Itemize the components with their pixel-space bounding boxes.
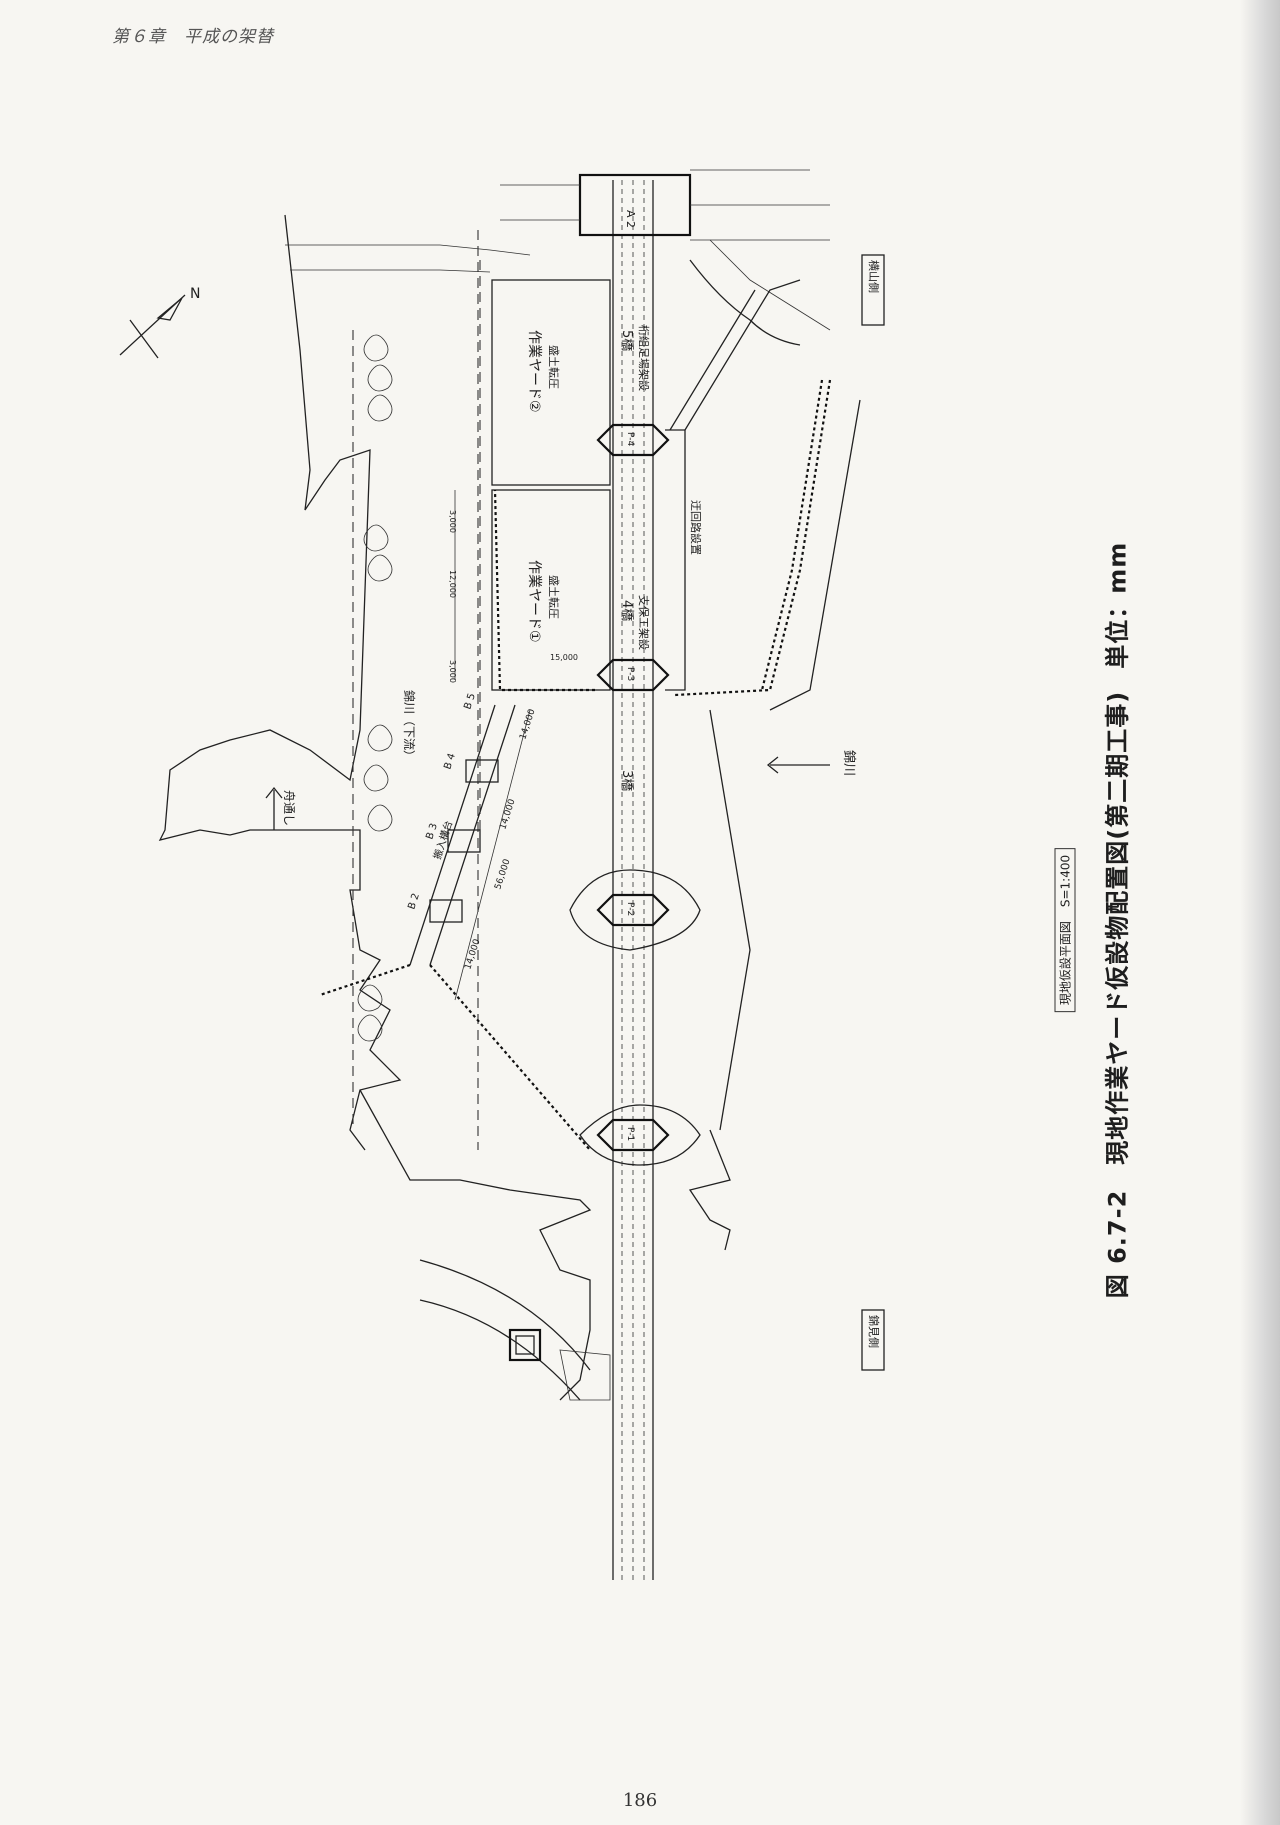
svg-text:P-1: P-1 xyxy=(625,1127,635,1141)
river-downstream-label: 錦川（下流） xyxy=(402,690,417,762)
figure-caption: 図 6.7-2 現地作業ヤード仮設物配置図(第二期工事) 単位：mm xyxy=(1098,542,1133,1298)
running-head: 第６章 平成の架替 xyxy=(112,27,274,47)
flow-arrow: 舟通し xyxy=(265,786,296,830)
site-plan-svg: N 錦川（下流） 舟通し xyxy=(119,169,885,1580)
river-bank-upper xyxy=(158,214,402,1151)
svg-text:14,000: 14,000 xyxy=(518,708,537,741)
yard-2-title: 作業ヤード② xyxy=(526,330,542,413)
work-yard-2 xyxy=(491,279,611,486)
kintai-label: 錦見側 xyxy=(867,1315,881,1348)
lower-abutment-box xyxy=(508,1328,542,1362)
svg-text:56,000: 56,000 xyxy=(493,858,512,891)
svg-text:舟通し: 舟通し xyxy=(282,790,296,826)
dimension-lines: 56,000 14,000 14,000 14,000 3,000 12,000… xyxy=(448,490,578,1001)
north-arrow-icon: N xyxy=(119,286,200,359)
svg-text:12,000: 12,000 xyxy=(448,570,457,598)
svg-text:P-2: P-2 xyxy=(625,902,635,916)
yard-2-sub: 盛土転圧 xyxy=(547,345,561,389)
pier-p4: P-4 xyxy=(596,423,670,457)
svg-text:B 2: B 2 xyxy=(406,892,422,911)
page-number: 186 xyxy=(622,1790,658,1811)
sublabel-title: 現地仮設平面図 xyxy=(1058,921,1073,1006)
figure-sublabel: 現地仮設平面図 S=1:400 xyxy=(1054,847,1076,1013)
svg-text:B 4: B 4 xyxy=(442,752,458,771)
river-flow-arrow: 錦川 xyxy=(766,750,857,776)
svg-text:P-4: P-4 xyxy=(625,432,635,446)
page-edge-shadow xyxy=(1240,0,1280,1825)
span-4-label: 4橋 xyxy=(619,600,634,621)
caption-title: 現地作業ヤード仮設物配置図(第二期工事) xyxy=(1103,690,1132,1165)
figure-sublabel-wrap: 現地仮設平面図 S=1:400 xyxy=(1050,830,1080,1030)
svg-text:14,000: 14,000 xyxy=(498,798,517,831)
site-plan-drawing: N 錦川（下流） 舟通し xyxy=(110,130,1130,1730)
span-5-sub: 桁組足場架設 xyxy=(637,325,651,391)
bypass-road: 迂回路設置 xyxy=(665,279,801,691)
pier-p1: P-1 xyxy=(579,1104,701,1166)
svg-text:3,000: 3,000 xyxy=(448,510,457,533)
yokoyama-label: 横山側 xyxy=(867,260,881,293)
svg-text:A 2: A 2 xyxy=(624,210,637,228)
svg-text:B 5: B 5 xyxy=(462,692,478,711)
scale-label: S=1:400 xyxy=(1058,854,1073,908)
yard-1-title: 作業ヤード① xyxy=(526,560,542,643)
north-label: N xyxy=(190,286,200,302)
span-3-label: 3橋 xyxy=(619,770,634,791)
river-label: 錦川 xyxy=(841,750,857,776)
svg-text:P-3: P-3 xyxy=(625,667,635,681)
svg-text:3,000: 3,000 xyxy=(448,660,457,683)
bridge-deck xyxy=(612,180,654,1580)
vegetation-symbols xyxy=(357,334,393,1042)
pier-p3: P-3 xyxy=(596,658,670,692)
svg-text:15,000: 15,000 xyxy=(550,653,578,662)
svg-text:B 3: B 3 xyxy=(424,822,440,841)
svg-text:14,000: 14,000 xyxy=(463,938,482,971)
span-4-sub: 支保工架設 xyxy=(637,595,651,650)
svg-text:迂回路設置: 迂回路設置 xyxy=(689,500,703,555)
river-bank-lower xyxy=(359,1089,592,1401)
caption-number: 図 6.7-2 xyxy=(1103,1189,1132,1299)
span-5-label: 5橋 xyxy=(619,330,634,351)
caption-unit: 単位：mm xyxy=(1103,541,1132,669)
access-trestle: B 5 B 4 B 3 B 2 搬入構台 xyxy=(319,489,595,1151)
yard-1-sub: 盛土転圧 xyxy=(547,575,561,619)
pier-p2: P-2 xyxy=(569,869,701,951)
revetment-right xyxy=(674,379,861,1131)
figure-caption-wrap: 図 6.7-2 現地作業ヤード仮設物配置図(第二期工事) 単位：mm xyxy=(1085,542,1145,1298)
